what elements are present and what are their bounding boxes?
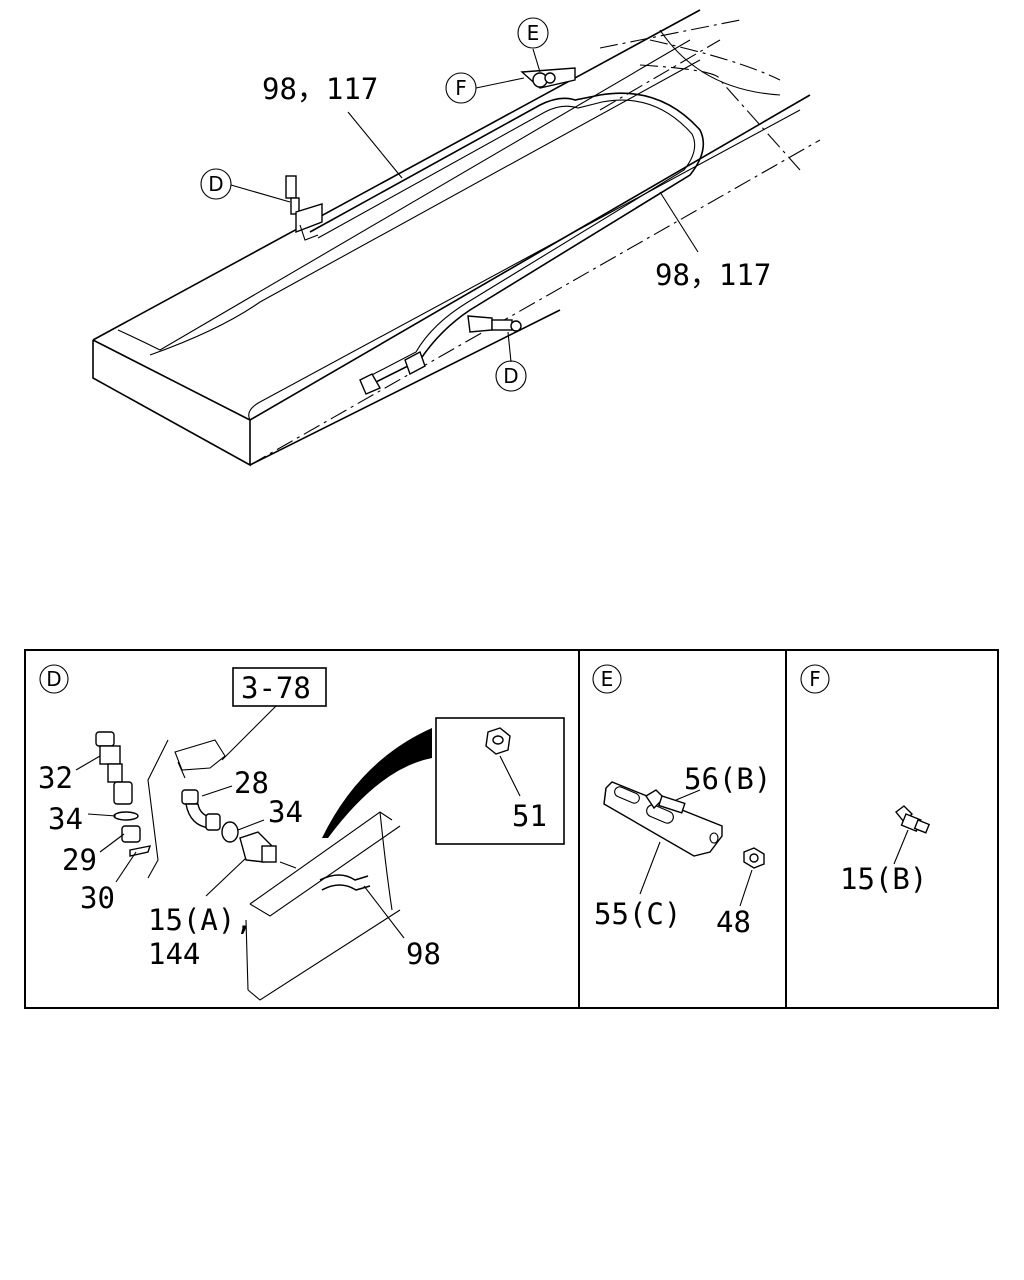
- label-98: 98: [406, 937, 441, 971]
- label-34-right: 34: [268, 795, 303, 829]
- washer-34: [221, 821, 239, 843]
- coupler-stack: [95, 731, 152, 857]
- elbow-28: [181, 789, 221, 831]
- panel-e-header: E: [592, 664, 622, 694]
- ref-circle-e-label: E: [527, 21, 540, 45]
- panel-d: D 3-78: [38, 664, 565, 1001]
- panel-e: E 56(B) 55(C) 48: [592, 664, 771, 939]
- fitting-d-lower: [359, 315, 522, 395]
- label-144: 144: [148, 937, 200, 971]
- ref-circle-d-upper: D: [200, 168, 232, 200]
- label-29: 29: [62, 843, 97, 877]
- label-48: 48: [716, 905, 751, 939]
- ref-box-label: 3-78: [241, 671, 311, 705]
- label-28: 28: [234, 766, 269, 800]
- panel-d-header-label: D: [46, 667, 61, 691]
- connector-15a: [239, 831, 277, 863]
- frame-rail-overview: [92, 9, 821, 467]
- label-51: 51: [512, 799, 547, 833]
- ref-circle-f-label: F: [455, 76, 467, 100]
- panel-e-header-label: E: [601, 667, 614, 691]
- ref-circle-f: F: [445, 72, 477, 104]
- callout-pipe-upper: 98，117: [262, 72, 378, 106]
- ref-circle-e: E: [517, 17, 549, 49]
- panel-f-header: F: [800, 664, 830, 694]
- detail-panels-frame: [24, 649, 999, 1009]
- fitting-ef-top: [520, 67, 576, 89]
- fitting-d-upper: [285, 175, 323, 241]
- label-34-left: 34: [48, 802, 83, 836]
- label-15b: 15(B): [840, 862, 927, 896]
- label-56b: 56(B): [684, 762, 771, 796]
- label-55c: 55(C): [594, 897, 681, 931]
- label-15a: 15(A),: [148, 903, 253, 937]
- bracket-55c: [603, 781, 723, 857]
- ref-circle-d-upper-label: D: [208, 172, 223, 196]
- bolt-56b: [645, 789, 686, 814]
- connector-15b: [895, 805, 931, 834]
- label-30: 30: [80, 881, 115, 915]
- callout-pipe-right: 98，117: [655, 258, 771, 292]
- nut-48: [743, 847, 765, 869]
- label-32: 32: [38, 761, 73, 795]
- ref-circle-d-lower-label: D: [503, 364, 518, 388]
- panel-f: F 15(B): [800, 664, 931, 896]
- panel-f-header-label: F: [809, 667, 821, 691]
- ref-circle-d-lower: D: [495, 360, 527, 392]
- inset-box-51: [435, 717, 565, 845]
- panel-d-header: D: [39, 664, 69, 694]
- ref-box: [232, 667, 327, 707]
- nut-51: [485, 727, 511, 755]
